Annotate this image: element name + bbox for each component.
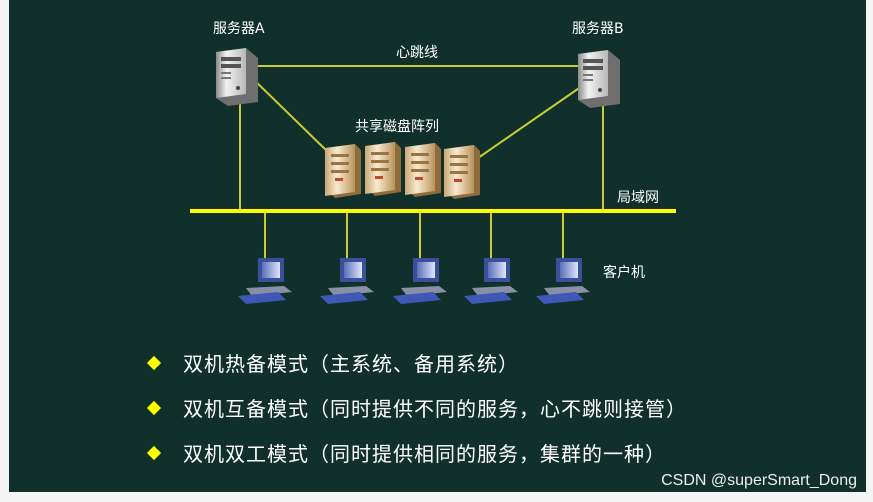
list-item: 双机互备模式（同时提供不同的服务，心不跳则接管）: [146, 385, 687, 430]
lan-label: 局域网: [617, 190, 659, 206]
disk-unit-icon: [444, 145, 480, 199]
shared-disk-array-icon: [325, 142, 480, 199]
bullet-text: 双机双工模式（同时提供相同的服务，集群的一种）: [183, 442, 666, 466]
mode-list: 双机热备模式（主系统、备用系统） 双机互备模式（同时提供不同的服务，心不跳则接管…: [146, 340, 687, 475]
server-a-icon: [216, 48, 258, 106]
heartbeat-label: 心跳线: [396, 45, 438, 61]
bullet-text: 双机互备模式（同时提供不同的服务，心不跳则接管）: [183, 397, 687, 421]
diamond-bullet-icon: [146, 355, 162, 370]
diamond-bullet-icon: [146, 400, 162, 415]
client-pc-icon: [536, 258, 590, 304]
server-b-icon: [578, 50, 620, 108]
watermark: CSDN @superSmart_Dong: [661, 472, 857, 489]
server-a-label: 服务器A: [213, 21, 265, 37]
disk-unit-icon: [325, 144, 361, 198]
server-b-label: 服务器B: [572, 21, 624, 37]
connection-lines: [239, 65, 604, 262]
client-pc-icon: [320, 258, 374, 304]
bottom-frame-border: [0, 492, 873, 502]
clients-label: 客户机: [603, 265, 645, 281]
list-item: 双机热备模式（主系统、备用系统）: [146, 340, 687, 385]
disk-unit-icon: [405, 143, 441, 197]
shared-disk-label: 共享磁盘阵列: [355, 119, 439, 135]
list-item: 双机双工模式（同时提供相同的服务，集群的一种）: [146, 430, 687, 475]
server-a-disk-link: [249, 75, 329, 153]
left-frame-border: [0, 0, 9, 502]
bullet-text: 双机热备模式（主系统、备用系统）: [183, 352, 519, 376]
client-pc-icon: [464, 258, 518, 304]
client-pc-icon: [393, 258, 447, 304]
server-b-disk-link: [477, 83, 586, 159]
diamond-bullet-icon: [146, 445, 162, 460]
client-pc-icon: [238, 258, 292, 304]
client-pcs: [238, 258, 590, 304]
disk-unit-icon: [365, 142, 401, 196]
right-frame-border: [866, 0, 873, 502]
